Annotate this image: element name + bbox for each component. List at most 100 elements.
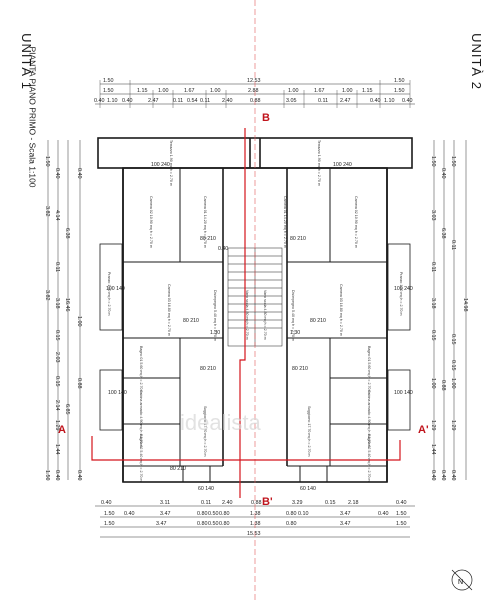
svg-text:1.50: 1.50 — [394, 88, 405, 94]
svg-text:0.40: 0.40 — [378, 511, 389, 517]
svg-text:0.15: 0.15 — [450, 334, 456, 345]
svg-text:15.53: 15.53 — [247, 531, 261, 537]
svg-text:2.18: 2.18 — [348, 500, 359, 506]
svg-text:1.00: 1.00 — [288, 88, 299, 94]
svg-text:3.47: 3.47 — [156, 521, 167, 527]
svg-text:3.03: 3.03 — [430, 210, 436, 221]
section-mark-b-bottom: B' — [262, 496, 273, 508]
svg-text:2.88: 2.88 — [248, 88, 259, 94]
svg-text:0.80: 0.80 — [197, 521, 208, 527]
svg-text:1.00: 1.00 — [158, 88, 169, 94]
svg-text:100 240: 100 240 — [394, 286, 413, 292]
svg-text:80 210: 80 210 — [290, 236, 306, 242]
svg-text:0.11: 0.11 — [201, 500, 211, 506]
room-label: Bagno 02 5.40 mq h = 2.70 m — [139, 434, 143, 481]
svg-text:80 210: 80 210 — [310, 318, 326, 324]
svg-text:0.40: 0.40 — [440, 168, 446, 179]
room-labels: Terrazzo 1.90 mq h = 2.70 m Terrazzo 1.9… — [107, 140, 403, 481]
svg-text:1.30: 1.30 — [290, 330, 300, 336]
room-label: Pranzo 1.80 mq h = 2.70 m — [107, 272, 111, 315]
north-arrow-icon: N — [451, 569, 473, 591]
svg-text:0.88: 0.88 — [440, 380, 446, 391]
svg-text:0.80: 0.80 — [219, 521, 230, 527]
svg-text:0.40: 0.40 — [94, 98, 105, 104]
svg-text:6.38: 6.38 — [440, 228, 446, 239]
section-lines — [91, 128, 401, 498]
svg-text:1.50: 1.50 — [396, 511, 407, 517]
svg-text:0.40: 0.40 — [124, 511, 135, 517]
svg-text:0.50: 0.50 — [208, 521, 219, 527]
svg-text:80 210: 80 210 — [200, 236, 216, 242]
interior-walls — [123, 168, 387, 483]
bottom-dim-text: 0.40 3.11 0.11 2.40 0.88 3.29 0.15 2.18 … — [101, 500, 407, 537]
svg-text:60 140: 60 140 — [198, 486, 214, 492]
svg-text:0.15: 0.15 — [450, 360, 456, 371]
svg-text:0.88: 0.88 — [250, 98, 261, 104]
section-mark-b-top: B — [262, 112, 270, 124]
svg-text:100 140: 100 140 — [394, 390, 413, 396]
svg-text:1.00: 1.00 — [450, 378, 456, 389]
svg-text:100 140: 100 140 — [108, 390, 127, 396]
svg-text:0.80: 0.80 — [286, 521, 297, 527]
room-label: Camera 03 16.80 mq h = 2.70 m — [339, 284, 343, 336]
svg-text:1.00: 1.00 — [430, 378, 436, 389]
svg-text:2.47: 2.47 — [340, 98, 351, 104]
svg-text:0.15: 0.15 — [430, 330, 436, 341]
svg-text:2.40: 2.40 — [222, 98, 233, 104]
room-label: Camera 02 10.90 mq h = 2.70 m — [149, 196, 153, 248]
room-label: Terrazzo 1.90 mq h = 2.70 m — [169, 140, 173, 186]
left-dim-text: 1.50 3.82 3.82 1.50 0.40 4.14 0.11 3.18 … — [44, 156, 82, 481]
watermark: idealista — [180, 410, 261, 435]
right-dimension-chains — [433, 140, 467, 480]
svg-text:3.47: 3.47 — [160, 511, 171, 517]
svg-text:2.03: 2.03 — [54, 352, 60, 363]
svg-text:0.40: 0.40 — [54, 168, 60, 179]
svg-text:1.00: 1.00 — [342, 88, 353, 94]
svg-text:0.40: 0.40 — [54, 470, 60, 481]
room-label: Disimpegno 5.40 mq h = 2.70 m — [213, 290, 217, 341]
svg-text:1.50: 1.50 — [44, 470, 50, 481]
svg-text:1.50: 1.50 — [394, 78, 405, 84]
svg-text:4.14: 4.14 — [54, 210, 60, 221]
svg-text:0.40: 0.40 — [396, 500, 407, 506]
svg-text:0.50: 0.50 — [208, 511, 219, 517]
svg-text:100 240: 100 240 — [151, 162, 170, 168]
svg-text:60 140: 60 140 — [300, 486, 316, 492]
svg-text:1.10: 1.10 — [107, 98, 118, 104]
room-label: Pranzo 1.80 mq h = 2.70 m — [399, 272, 403, 315]
svg-text:0.40: 0.40 — [440, 470, 446, 481]
svg-text:0.80: 0.80 — [286, 511, 297, 517]
svg-text:3.82: 3.82 — [44, 290, 50, 301]
svg-text:3.47: 3.47 — [340, 511, 351, 517]
svg-text:1.00: 1.00 — [76, 316, 82, 327]
room-label: Vano scala 4.80 mq h = 2.70 m — [245, 290, 249, 340]
room-label: Camera 01 14.20 mq h = 2.70 m — [203, 196, 207, 248]
svg-text:1.50: 1.50 — [103, 88, 114, 94]
svg-text:2.47: 2.47 — [148, 98, 159, 104]
svg-text:0.11: 0.11 — [430, 262, 436, 272]
svg-text:0.88: 0.88 — [76, 378, 82, 389]
svg-text:3.29: 3.29 — [292, 500, 303, 506]
svg-text:1.50: 1.50 — [450, 156, 456, 167]
svg-text:1.50: 1.50 — [104, 511, 115, 517]
room-label: Soggiorno 17.70 mq h = 2.70 m — [203, 406, 207, 456]
svg-text:0.40: 0.40 — [370, 98, 381, 104]
svg-text:0.80: 0.80 — [197, 511, 208, 517]
svg-text:6.38: 6.38 — [64, 228, 70, 239]
svg-text:80 210: 80 210 — [183, 318, 199, 324]
room-label: Camera 02 10.90 mq h = 2.70 m — [354, 196, 358, 248]
svg-text:80 210: 80 210 — [170, 466, 186, 472]
svg-text:1.67: 1.67 — [184, 88, 195, 94]
svg-text:14.98: 14.98 — [462, 298, 468, 312]
svg-text:6.85: 6.85 — [64, 404, 70, 415]
room-label: Camera 03 16.80 mq h = 2.70 m — [167, 284, 171, 336]
room-label: Camera 01 14.20 mq h = 2.70 m — [283, 196, 287, 248]
svg-text:0.80: 0.80 — [219, 511, 230, 517]
svg-text:0.11: 0.11 — [54, 262, 60, 272]
svg-text:0.40: 0.40 — [122, 98, 133, 104]
right-dim-text: 1.50 3.03 0.11 3.18 0.15 1.00 1.29 1.44 … — [430, 156, 468, 481]
room-label: Terrazzo 1.90 mq h = 2.70 m — [317, 140, 321, 186]
svg-text:N: N — [458, 579, 463, 586]
svg-text:1.29: 1.29 — [450, 420, 456, 431]
